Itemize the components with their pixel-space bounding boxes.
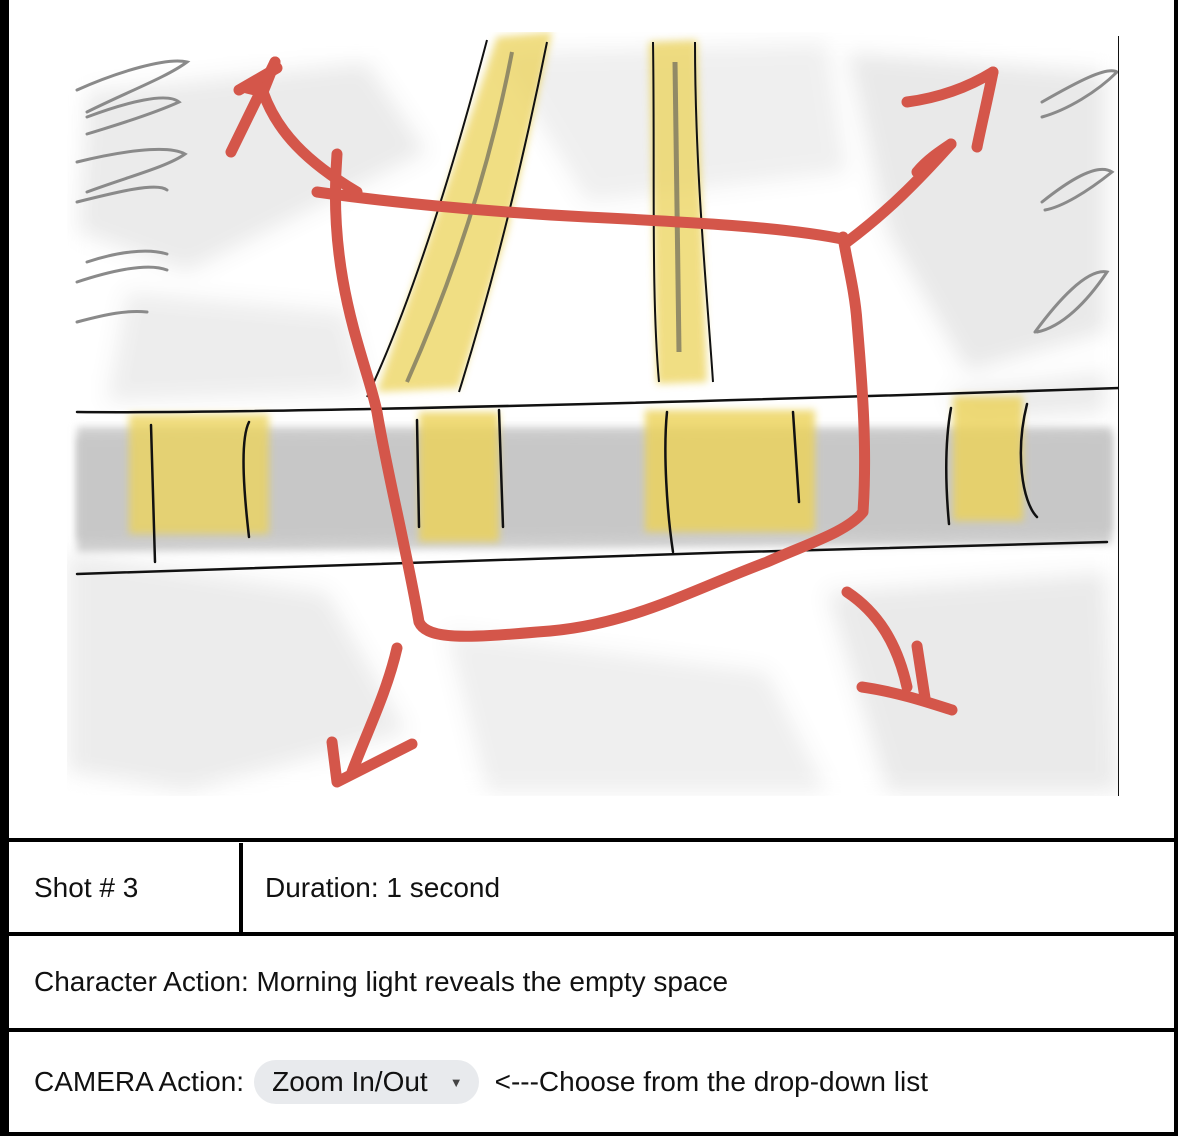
camera-action-dropdown[interactable]: Zoom In/Out ▼ [254, 1060, 479, 1104]
divider-top [0, 838, 1178, 842]
character-action-text: Character Action: Morning light reveals … [34, 966, 729, 997]
dropdown-selected-value: Zoom In/Out [272, 1066, 428, 1097]
shot-number-cell: Shot # 3 [9, 843, 239, 932]
character-action-cell: Character Action: Morning light reveals … [9, 936, 1174, 1028]
dropdown-hint-text: <---Choose from the drop-down list [494, 1066, 928, 1097]
divider-middle [0, 932, 1178, 936]
chevron-down-icon: ▼ [449, 1074, 463, 1090]
duration-cell: Duration: 1 second [243, 843, 1174, 932]
sketch-frame [9, 0, 1174, 838]
divider-bottom [0, 1132, 1178, 1136]
outer-border-right [1174, 0, 1178, 1136]
camera-action-cell: CAMERA Action: Zoom In/Out ▼ <---Choose … [9, 1032, 1174, 1132]
outer-border-left [0, 0, 9, 1136]
camera-action-row: CAMERA Action: Zoom In/Out ▼ <---Choose … [9, 1032, 1174, 1132]
shot-number: Shot # 3 [34, 871, 139, 903]
zoom-frame-strokes [225, 56, 999, 788]
light-beam-right [649, 40, 714, 384]
divider-lower [0, 1028, 1178, 1032]
squiggle-marks [75, 59, 1119, 334]
character-action-row: Character Action: Morning light reveals … [9, 936, 1174, 1028]
duration-text: Duration: 1 second [265, 871, 501, 903]
camera-action-label: CAMERA Action: [34, 1066, 245, 1097]
shot-info-row: Shot # 3 Duration: 1 second [9, 843, 1174, 932]
cell-divider [239, 843, 243, 932]
band-outlines [75, 386, 1119, 576]
sketch-image[interactable] [67, 32, 1119, 796]
